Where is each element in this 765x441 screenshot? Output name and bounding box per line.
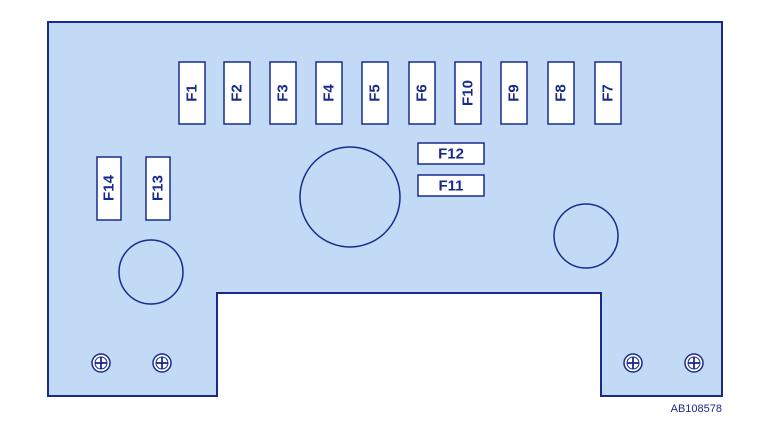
fuse-top-9[interactable]: F8 [547, 61, 575, 125]
fuse-label: F4 [321, 84, 338, 102]
fuse-row-top: F1 F2 F3 F4 F5 F6 F10 F9 [178, 61, 622, 125]
mounting-hole-left [118, 239, 184, 305]
mounting-hole-center [299, 146, 401, 248]
fuse-top-7[interactable]: F10 [454, 61, 482, 125]
fuse-label: F10 [460, 80, 477, 106]
fuse-top-3[interactable]: F3 [269, 61, 297, 125]
fuse-top-8[interactable]: F9 [500, 61, 528, 125]
fuse-label: F5 [367, 84, 384, 102]
fuse-top-4[interactable]: F4 [315, 61, 343, 125]
fuse-label: F3 [275, 84, 292, 102]
mounting-hole-right [553, 203, 619, 269]
fuse-horizontal-2[interactable]: F11 [417, 174, 485, 197]
fuse-label: F8 [553, 84, 570, 102]
fuse-left-1[interactable]: F14 [96, 156, 122, 221]
fuse-label: F1 [184, 84, 201, 102]
fuse-label: F12 [438, 146, 464, 163]
fuse-top-10[interactable]: F7 [594, 61, 622, 125]
fuse-label: F11 [438, 178, 463, 195]
screw-icon [152, 353, 172, 373]
fuse-label: F9 [506, 84, 523, 102]
fuse-left-2[interactable]: F13 [145, 156, 171, 221]
fuse-horizontal-1[interactable]: F12 [417, 142, 485, 165]
screw-icon [91, 353, 111, 373]
screw-icon [623, 353, 643, 373]
fuse-label: F6 [414, 84, 431, 102]
fuse-label: F13 [150, 175, 167, 201]
fuse-top-2[interactable]: F2 [223, 61, 251, 125]
fuse-top-6[interactable]: F6 [408, 61, 436, 125]
reference-code: AB108578 [671, 403, 722, 415]
fuse-top-5[interactable]: F5 [361, 61, 389, 125]
fuse-label: F7 [600, 84, 617, 102]
fuse-top-1[interactable]: F1 [178, 61, 206, 125]
fuse-group-horizontal: F12 F11 [417, 142, 485, 197]
fuse-group-left: F14 F13 [96, 156, 171, 221]
fuse-label: F2 [229, 84, 246, 102]
fuse-label: F14 [101, 174, 118, 201]
screw-icon [684, 353, 704, 373]
